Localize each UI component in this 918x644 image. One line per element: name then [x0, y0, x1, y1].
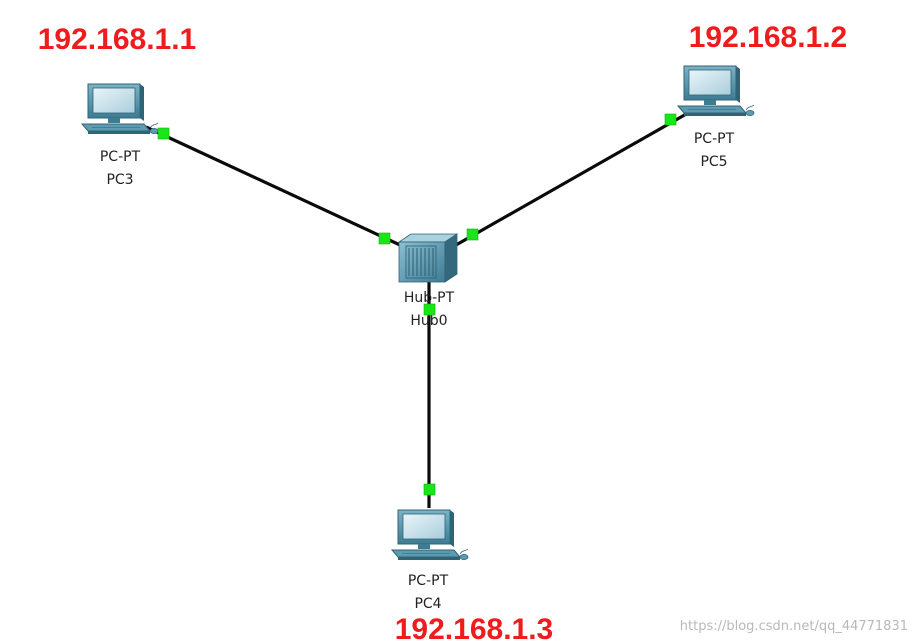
- desktop-computer-icon: [677, 65, 755, 117]
- pc4-ip-label: 192.168.1.3: [395, 613, 553, 644]
- desktop-computer-icon: [391, 509, 469, 561]
- pc4-type-label: PC-PT: [408, 573, 449, 589]
- hub0-name-label: Hub0: [410, 313, 447, 329]
- pc5-ip-label: 192.168.1.2: [689, 21, 847, 54]
- hub0-type-label: Hub-PT: [404, 290, 455, 306]
- pc4-device[interactable]: PC-PT PC4 192.168.1.3: [391, 509, 556, 644]
- watermark-text: https://blog.csdn.net/qq_44771831: [680, 619, 908, 634]
- pc5-type-label: PC-PT: [694, 131, 735, 147]
- pc3-type-label: PC-PT: [100, 149, 141, 165]
- link-light-hub0-left: [378, 232, 391, 245]
- pc3-name-label: PC3: [106, 172, 133, 188]
- pc5-device[interactable]: PC-PT PC5 192.168.1.2: [677, 19, 850, 170]
- cable-pc3-hub0[interactable]: [145, 125, 401, 247]
- pc3-ip-label: 192.168.1.1: [38, 23, 196, 56]
- link-light-pc3: [157, 127, 170, 140]
- pc3-device[interactable]: PC-PT PC3 192.168.1.1: [35, 21, 198, 189]
- network-hub-icon: [397, 233, 459, 283]
- link-light-pc5: [664, 113, 677, 126]
- pc4-name-label: PC4: [414, 596, 441, 612]
- cable-pc5-hub0[interactable]: [455, 111, 689, 247]
- hub0-device[interactable]: Hub-PT Hub0: [397, 233, 459, 329]
- pc5-name-label: PC5: [700, 154, 727, 170]
- desktop-computer-icon: [81, 83, 159, 135]
- link-light-hub0-right: [466, 228, 479, 241]
- link-light-hub0-bottom: [423, 303, 436, 316]
- link-light-pc4: [423, 483, 436, 496]
